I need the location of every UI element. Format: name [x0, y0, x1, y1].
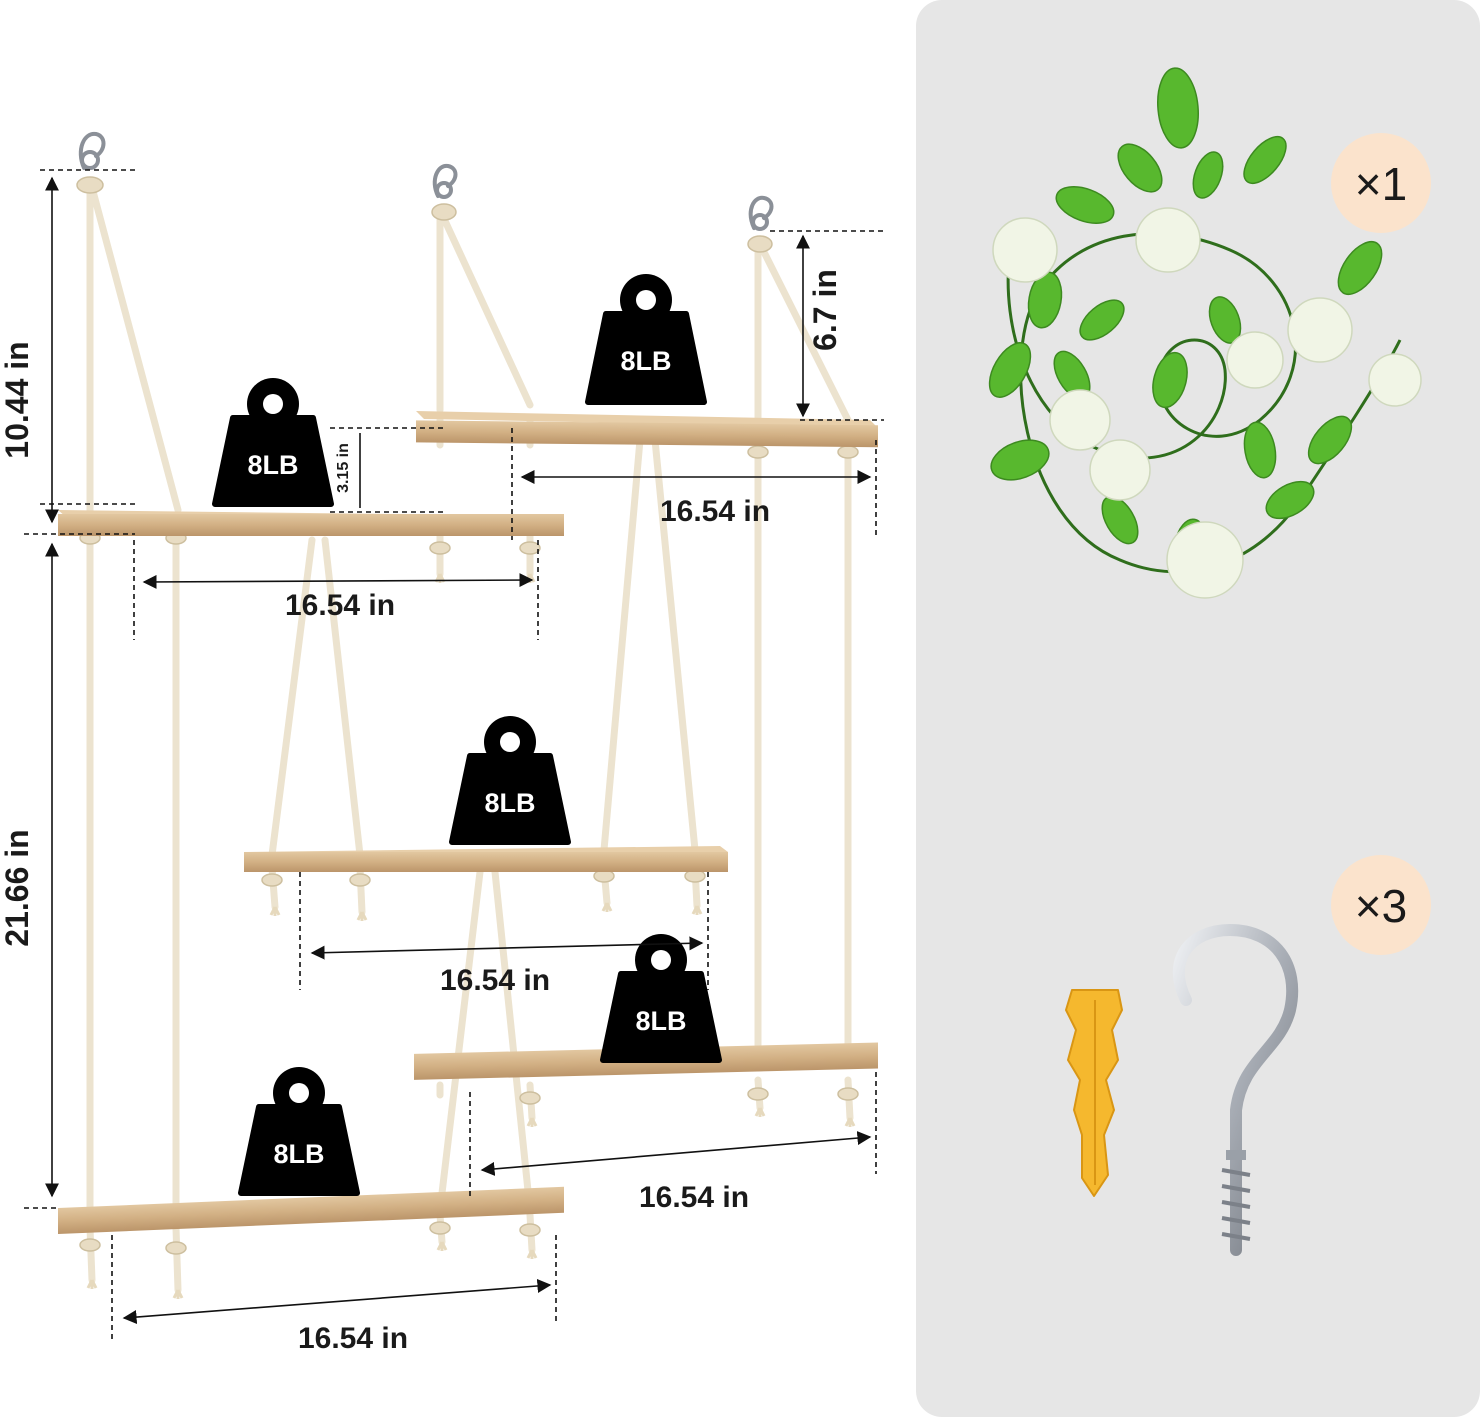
dimension-arrows	[45, 176, 872, 1325]
wall-hook-icons	[78, 131, 774, 231]
vine-quantity: ×1	[1355, 158, 1407, 210]
weight-icon-middle: 8LB	[449, 716, 571, 845]
hardware-quantity: ×3	[1355, 880, 1407, 932]
width-label-bottom-left: 16.54 in	[298, 1322, 408, 1355]
height-label-left-bottom: 21.66 in	[0, 829, 35, 946]
screw-hook-icon	[1172, 923, 1299, 1256]
weight-label: 8LB	[273, 1139, 324, 1169]
weight-icon-lower-right: 8LB	[600, 934, 722, 1063]
weight-label: 8LB	[635, 1006, 686, 1036]
width-label-top-right: 16.54 in	[660, 495, 770, 528]
gap-label: 3.15 in	[335, 443, 352, 493]
weight-label: 8LB	[620, 346, 671, 376]
weight-icon-bottom-left: 8LB	[238, 1067, 360, 1196]
weight-label: 8LB	[484, 788, 535, 818]
weight-icon-top-right: 8LB	[585, 274, 707, 405]
width-label-top-left: 16.54 in	[285, 589, 395, 622]
shelf-top-left	[58, 510, 564, 536]
height-label-right-top: 6.7 in	[807, 269, 843, 351]
vine-quantity-badge: ×1	[1331, 133, 1431, 233]
shelf-bottom-left	[58, 1186, 564, 1234]
leaf-vine-icon	[988, 67, 1422, 599]
dimension-guides	[24, 169, 884, 1342]
width-label-lower-right: 16.54 in	[639, 1181, 749, 1214]
wall-anchor-icon	[1065, 989, 1123, 1197]
height-label-left-top: 10.44 in	[0, 341, 35, 458]
shelf-middle	[244, 846, 728, 872]
width-label-middle: 16.54 in	[440, 964, 550, 997]
weight-label: 8LB	[247, 450, 298, 480]
shelf-top-right	[416, 411, 878, 448]
weight-icon-top-left: 8LB	[212, 378, 334, 507]
rope-knots	[76, 176, 859, 1255]
hardware-quantity-badge: ×3	[1331, 855, 1431, 955]
